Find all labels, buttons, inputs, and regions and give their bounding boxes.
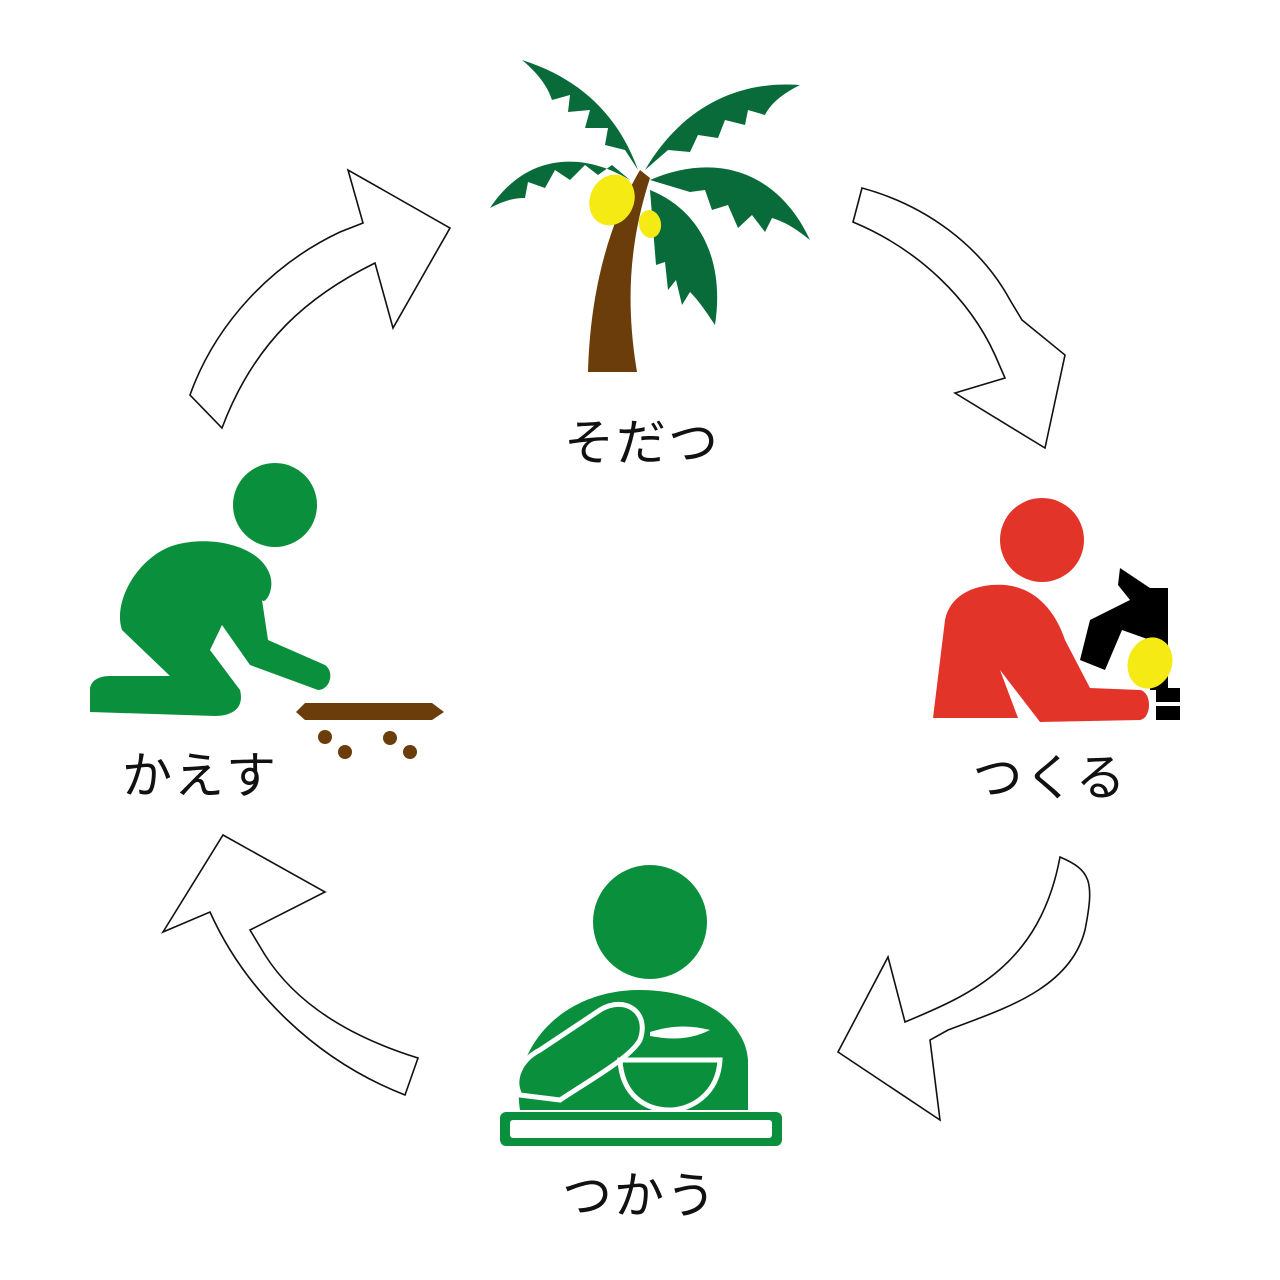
table-inner xyxy=(510,1120,772,1138)
arrow-return-to-grow xyxy=(189,168,452,430)
arrow-use-to-return xyxy=(160,833,420,1097)
coconut-small xyxy=(638,210,662,238)
stage-use: つかう xyxy=(500,865,782,1225)
stage-make: つくる xyxy=(933,498,1180,807)
stage-label-use: つかう xyxy=(562,1167,718,1225)
microscope-researcher-icon xyxy=(933,498,1180,722)
palm-leaf-left xyxy=(490,161,630,208)
stage-grow: そだつ xyxy=(490,60,810,472)
bowl xyxy=(617,1057,723,1113)
microscope-base-top xyxy=(1156,688,1180,702)
seed-3 xyxy=(383,731,397,745)
stage-label-return: かえす xyxy=(122,747,278,805)
researcher-body xyxy=(933,584,1149,722)
person-eating-bowl-icon xyxy=(500,865,782,1146)
eater-arm xyxy=(514,1002,645,1103)
stage-return: かえす xyxy=(90,463,444,805)
planter-body xyxy=(90,541,331,716)
researcher-head xyxy=(1000,498,1084,582)
seed-1 xyxy=(318,730,332,744)
palm-leaf-top-right xyxy=(645,84,800,170)
palm-leaf-lower-right xyxy=(650,190,718,325)
soil-board xyxy=(296,703,444,720)
spoon xyxy=(650,1026,710,1039)
cycle-arrows xyxy=(160,168,1091,1122)
palm-trunk xyxy=(588,170,650,372)
kneeling-planter-icon xyxy=(90,463,444,759)
stage-label-grow: そだつ xyxy=(564,414,720,472)
eater-head xyxy=(593,865,707,979)
coconut-large xyxy=(589,174,635,226)
palm-tree-icon xyxy=(490,60,810,372)
coconut-sample xyxy=(1127,637,1173,689)
palm-leaf-right xyxy=(650,167,810,240)
planter-head xyxy=(233,463,317,547)
palm-leaf-top-left xyxy=(522,60,638,170)
seed-2 xyxy=(338,745,352,759)
seed-4 xyxy=(403,745,417,759)
arrow-grow-to-make xyxy=(852,187,1066,450)
microscope-arm xyxy=(1080,568,1168,690)
microscope-base-bottom xyxy=(1156,706,1180,720)
stage-label-make: つくる xyxy=(973,749,1128,807)
arrow-make-to-use xyxy=(836,855,1091,1122)
